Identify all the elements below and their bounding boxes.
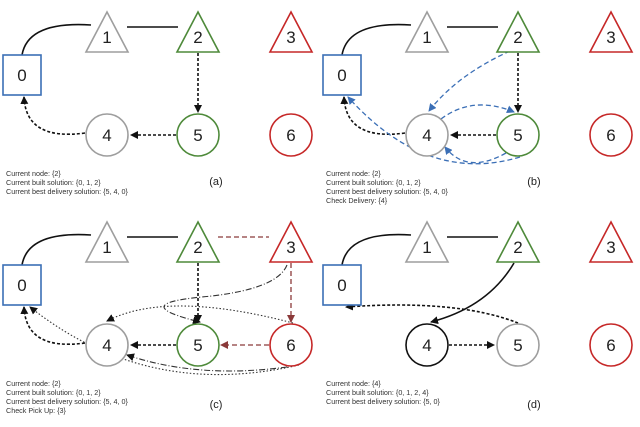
info-line: Current built solution: {0, 1, 2} — [6, 388, 101, 397]
delivery-node-6 — [269, 323, 313, 367]
depot-node-0 — [322, 54, 362, 96]
check-4-5 — [440, 104, 515, 120]
check-6-4 — [126, 353, 288, 372]
edge-2-4 — [430, 262, 515, 325]
edge-5-0 — [345, 302, 519, 324]
delivery-node-5 — [176, 113, 220, 157]
info-line: Current node: {2} — [326, 169, 381, 178]
node-label-1: 1 — [102, 238, 111, 257]
node-label-2: 2 — [193, 238, 202, 257]
node-label-0: 0 — [337, 66, 346, 85]
node-label-6: 6 — [286, 126, 295, 145]
pickup-node-3 — [588, 10, 634, 53]
node-label-3: 3 — [286, 28, 295, 47]
delivery-node-5 — [496, 323, 540, 367]
check-6-0 — [29, 306, 300, 376]
pickup-node-1 — [404, 220, 450, 263]
info-line: Current node: {2} — [6, 379, 61, 388]
node-label-3: 3 — [606, 28, 615, 47]
edge-4-0 — [340, 96, 406, 135]
node-label-4: 4 — [422, 126, 431, 145]
pickup-node-3 — [588, 220, 634, 263]
node-label-0: 0 — [337, 276, 346, 295]
node-label-1: 1 — [422, 238, 431, 257]
check-2-4 — [428, 50, 511, 112]
delivery-node-4 — [85, 113, 129, 157]
info-line: Current node: {4} — [326, 379, 381, 388]
node-label-5: 5 — [193, 126, 202, 145]
node-label-5: 5 — [513, 126, 522, 145]
depot-node-0 — [2, 54, 42, 96]
node-label-4: 4 — [102, 336, 111, 355]
node-label-5: 5 — [193, 336, 202, 355]
panel-label: (b) — [527, 176, 540, 188]
check-5-4 — [444, 146, 507, 164]
node-label-3: 3 — [286, 238, 295, 257]
edge-0-1 — [341, 23, 412, 56]
node-label-1: 1 — [102, 28, 111, 47]
pickup-node-1 — [84, 220, 130, 263]
node-label-2: 2 — [513, 28, 522, 47]
info-line: Check Delivery: {4} — [326, 196, 388, 205]
pickup-node-2 — [175, 220, 221, 263]
pickup-node-3 — [268, 10, 314, 53]
node-label-4: 4 — [102, 126, 111, 145]
delivery-node-4 — [85, 323, 129, 367]
pickup-node-2 — [175, 10, 221, 53]
depot-node-0 — [322, 264, 362, 306]
delivery-node-5 — [176, 323, 220, 367]
depot-node-0 — [2, 264, 42, 306]
info-line: Current best delivery solution: {5, 4, 0… — [6, 187, 128, 196]
node-label-1: 1 — [422, 28, 431, 47]
node-label-6: 6 — [286, 336, 295, 355]
info-line: Current node: {2} — [6, 169, 61, 178]
delivery-node-4 — [405, 323, 449, 367]
info-line: Current best delivery solution: {5, 0} — [326, 397, 440, 406]
delivery-node-6 — [589, 113, 633, 157]
delivery-node-4 — [405, 113, 449, 157]
panel-label: (c) — [210, 399, 223, 411]
edge-4-0 — [20, 306, 86, 345]
node-label-0: 0 — [17, 276, 26, 295]
info-line: Current built solution: {0, 1, 2} — [326, 178, 421, 187]
pickup-node-1 — [84, 10, 130, 53]
edge-4-0 — [20, 96, 86, 135]
info-line: Current best delivery solution: {5, 4, 0… — [326, 187, 448, 196]
panel-label: (d) — [527, 399, 540, 411]
node-label-2: 2 — [193, 28, 202, 47]
pickup-node-1 — [404, 10, 450, 53]
node-label-5: 5 — [513, 336, 522, 355]
check-3-5 — [163, 264, 288, 325]
edge-0-1 — [21, 23, 92, 56]
edge-0-1 — [21, 233, 92, 266]
node-label-2: 2 — [513, 238, 522, 257]
delivery-node-6 — [589, 323, 633, 367]
delivery-node-6 — [269, 113, 313, 157]
node-label-0: 0 — [17, 66, 26, 85]
node-label-3: 3 — [606, 238, 615, 257]
panel-label: (a) — [209, 176, 222, 188]
info-line: Current built solution: {0, 1, 2} — [6, 178, 101, 187]
node-label-6: 6 — [606, 336, 615, 355]
edge-0-1 — [341, 233, 412, 266]
node-label-4: 4 — [422, 336, 431, 355]
node-label-6: 6 — [606, 126, 615, 145]
info-line: Current best delivery solution: {5, 4, 0… — [6, 397, 128, 406]
pickup-node-3 — [268, 220, 314, 263]
delivery-node-5 — [496, 113, 540, 157]
check-6-4b — [106, 305, 294, 324]
info-line: Check Pick Up: {3} — [6, 406, 67, 415]
pickup-node-2 — [495, 220, 541, 263]
info-line: Current built solution: {0, 1, 2, 4} — [326, 388, 429, 397]
pickup-node-2 — [495, 10, 541, 53]
